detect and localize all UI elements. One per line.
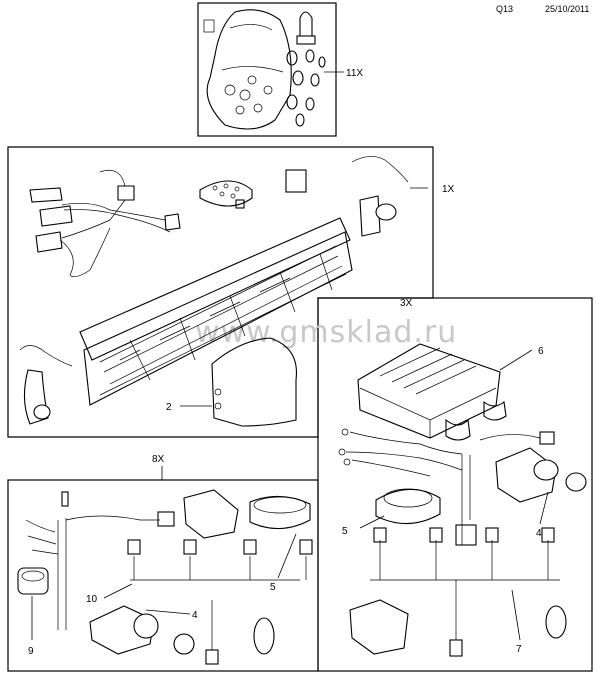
buzzer-5-ecu <box>375 488 441 525</box>
harness-cable-main <box>25 491 313 665</box>
harness-kit-frame <box>7 479 319 672</box>
harness-cable-ecu <box>338 428 560 657</box>
switch-9 <box>17 567 49 595</box>
control-module-6 <box>357 343 507 441</box>
ecu-housing-2 <box>211 337 298 427</box>
sensor-4-ecu <box>495 447 587 503</box>
callout-6: 6 <box>538 346 544 357</box>
plate-qty-label: 1X <box>442 184 455 195</box>
ecu-qty-label: 3X <box>400 298 413 309</box>
harness-qty-label: 8X <box>152 454 165 465</box>
adhesive-pad <box>285 169 307 193</box>
callout-7: 7 <box>516 644 522 655</box>
callout-4a: 4 <box>192 610 198 621</box>
watermark-text: www.gmsklad.ru <box>195 315 457 350</box>
sensor-left <box>19 345 73 425</box>
wiring-harness-loom <box>29 169 181 277</box>
callout-2: 2 <box>166 402 172 413</box>
callout-4b: 4 <box>536 528 542 539</box>
callout-5b: 5 <box>342 526 348 537</box>
sensor-right <box>351 156 409 237</box>
bulb-kit-frame <box>197 2 337 137</box>
number-plate-bracket <box>79 217 353 406</box>
sensor-4-harness <box>89 605 275 655</box>
bulb-qty-label: 11X <box>346 68 363 79</box>
callout-5a: 5 <box>270 582 276 593</box>
clips-ecu <box>349 599 567 655</box>
diagram-date: 25/10/2011 <box>545 4 590 14</box>
callout-9: 9 <box>28 646 34 657</box>
buzzer-part <box>199 180 253 209</box>
bulb-kit-illustration <box>203 9 326 130</box>
bracket-parts-harness <box>183 489 311 539</box>
diagram-code: Q13 <box>496 4 514 14</box>
callout-10: 10 <box>86 594 98 605</box>
